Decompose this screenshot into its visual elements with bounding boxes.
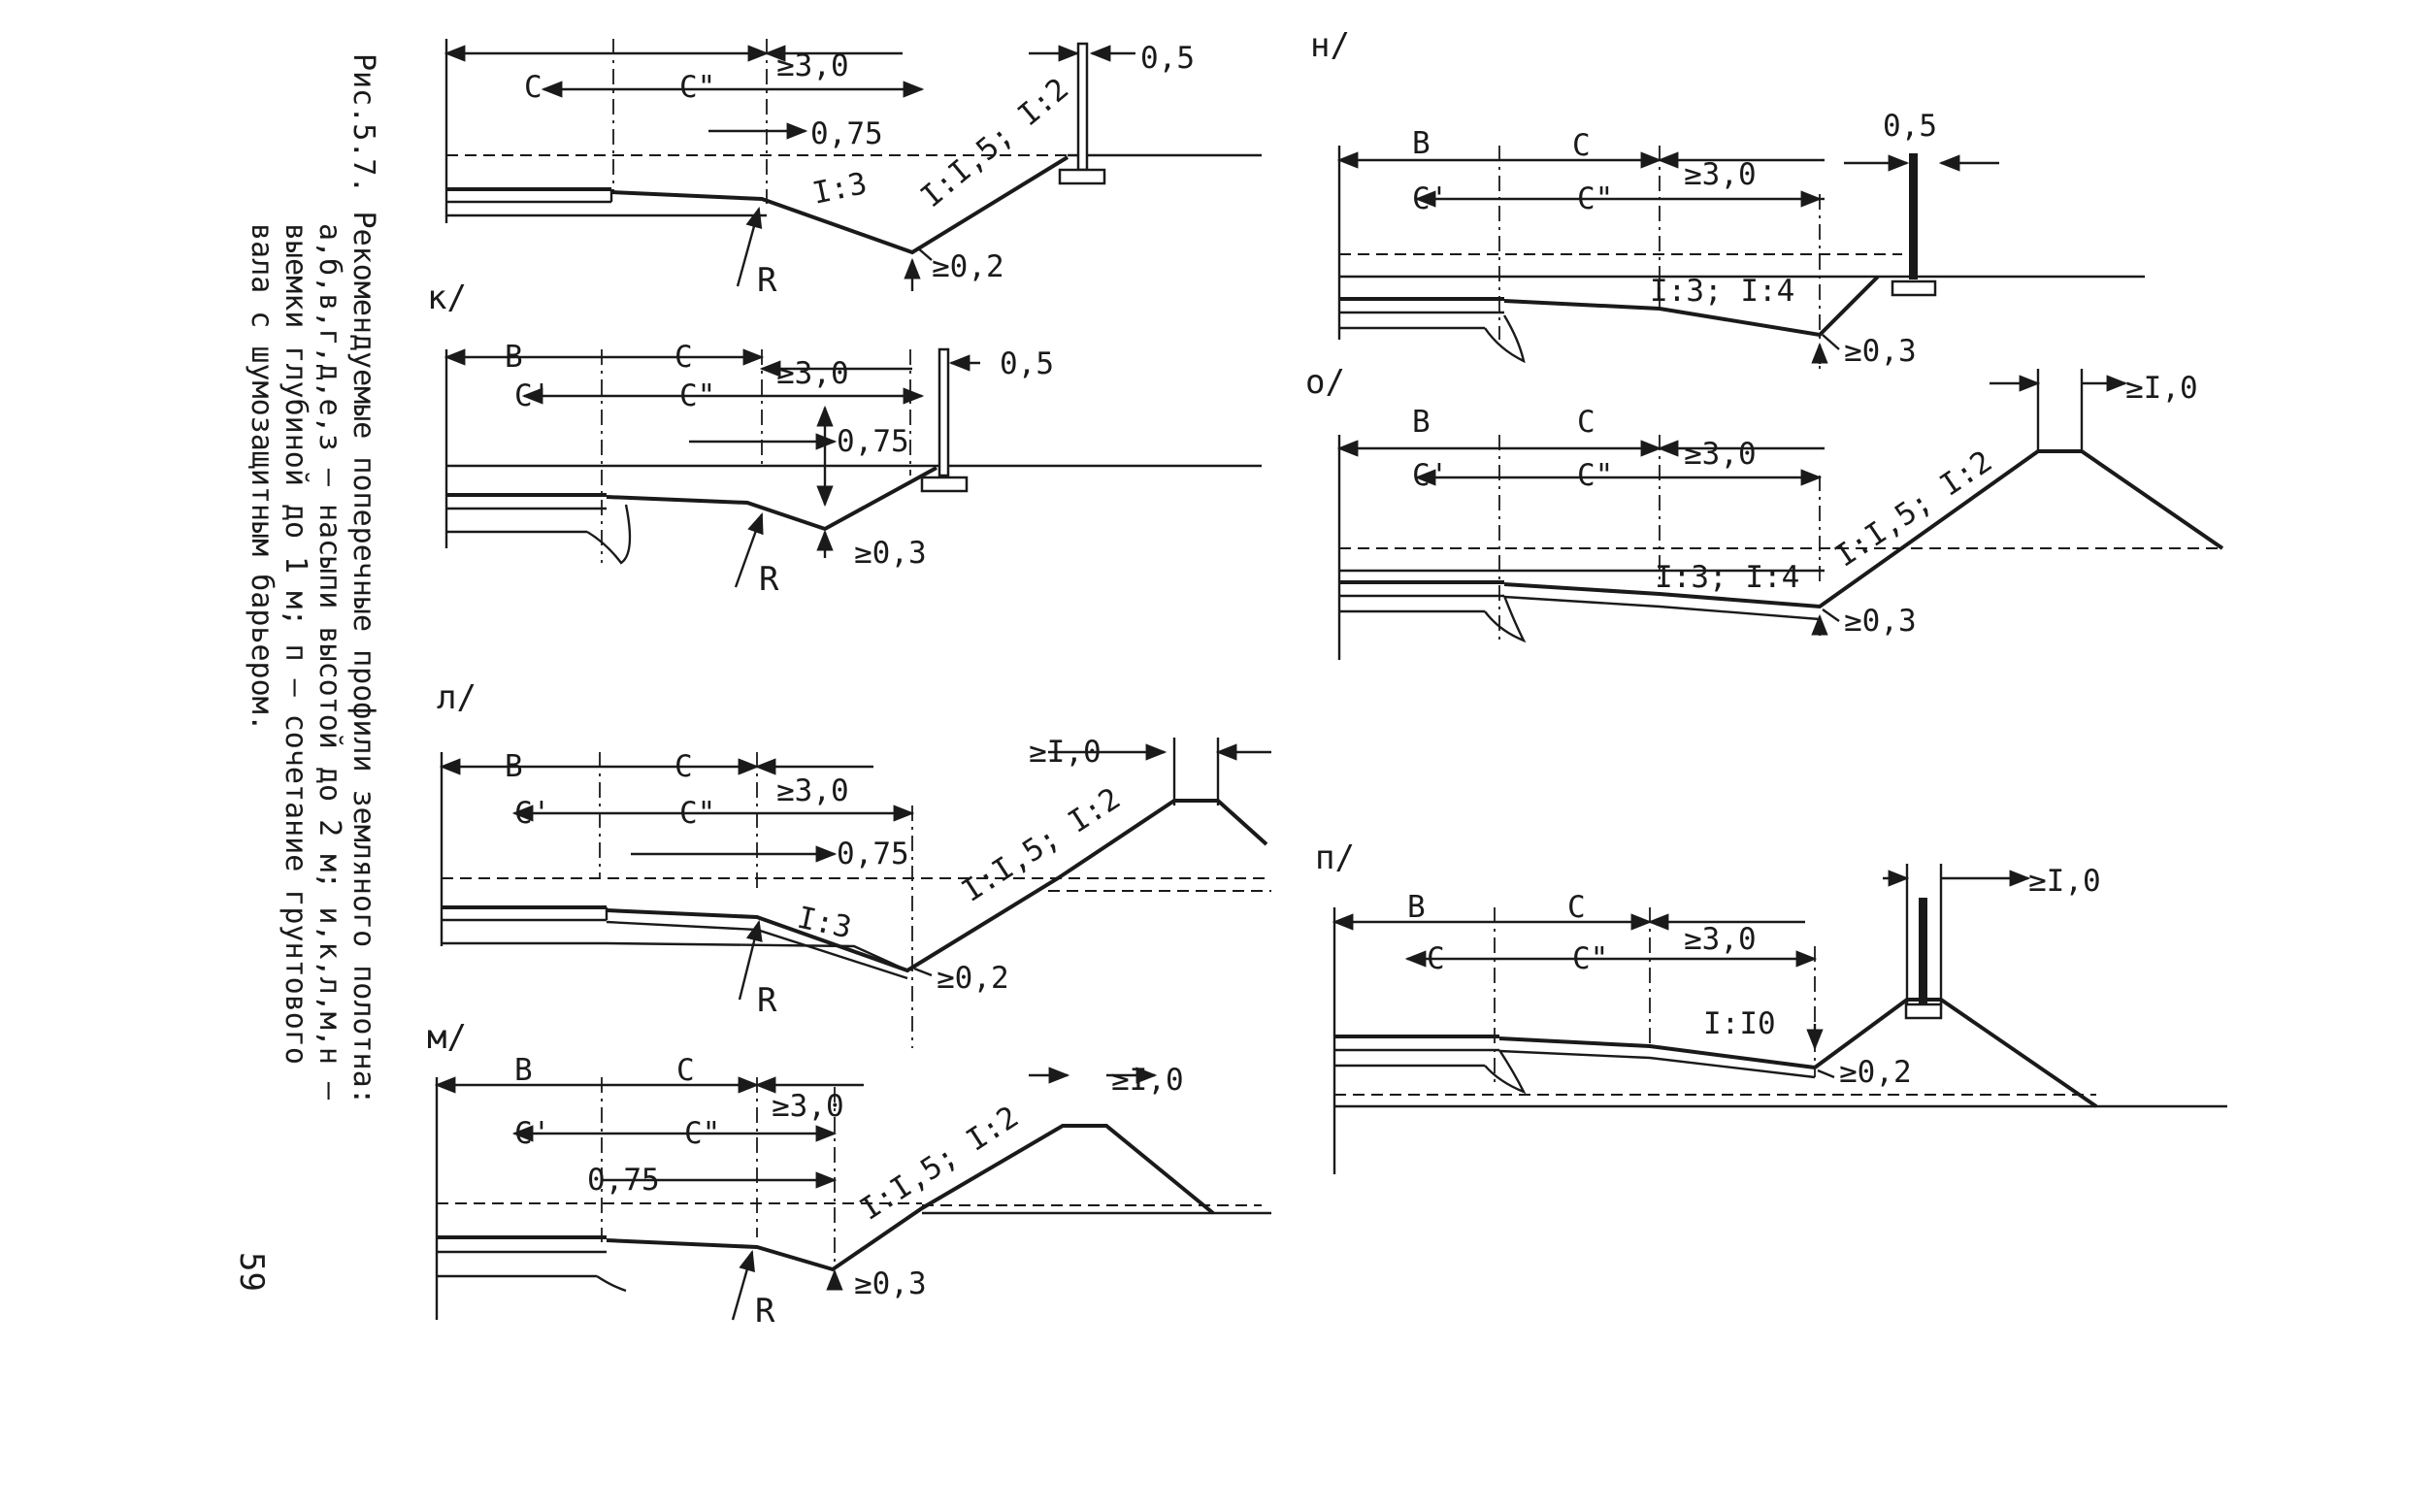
label-c2: C": [679, 796, 715, 831]
label-ge03: ≥0,3: [1844, 604, 1917, 639]
panel-letter-n: н/: [1310, 26, 1350, 65]
label-c2: C": [679, 70, 715, 105]
label-c2: C": [1577, 181, 1613, 216]
label-slope: I:I0: [1703, 1006, 1776, 1041]
panel-letter-p: п/: [1315, 838, 1355, 877]
panel-k: к/ B C C' C" ≥3,0 0,5 0,75 R ≥0,3: [427, 279, 1262, 599]
label-c1: C': [514, 796, 550, 831]
label-c: C: [1567, 890, 1586, 925]
label-ge02: ≥0,2: [1839, 1055, 1912, 1090]
label-B: B: [505, 749, 523, 784]
label-B: B: [505, 340, 523, 375]
label-c2: C": [684, 1116, 720, 1151]
panel-letter-m: м/: [427, 1018, 467, 1057]
label-d075: 0,75: [837, 837, 909, 871]
label-c1: C': [1412, 181, 1448, 216]
label-slope-outer: I:I,5; I:2: [1828, 444, 1998, 574]
panel-letter-o: о/: [1305, 363, 1345, 402]
label-ge3: ≥3,0: [776, 356, 849, 391]
label-c: C: [1572, 128, 1591, 163]
label-c2: C": [1572, 941, 1608, 976]
label-slope-ditch: I:3; I:4: [1655, 560, 1799, 595]
caption-line-4: вала с шумозащитным барьером.: [245, 223, 279, 732]
label-slope-outer: I:I,5; I:2: [914, 72, 1075, 215]
label-ge3: ≥3,0: [1684, 437, 1757, 472]
label-c1: C': [1412, 458, 1448, 493]
label-d075: 0,75: [810, 116, 883, 151]
label-c1: C: [1427, 941, 1445, 976]
label-c: C: [674, 749, 693, 784]
label-ge03: ≥0,3: [1844, 334, 1917, 369]
label-d05: 0,5: [1140, 41, 1195, 76]
label-ge3: ≥3,0: [772, 1089, 844, 1124]
label-ge3: ≥3,0: [1684, 922, 1757, 957]
label-slope: I:3; I:4: [1650, 274, 1794, 309]
label-c2: C": [1577, 458, 1613, 493]
label-c: C: [524, 70, 543, 105]
label-B: B: [1407, 890, 1426, 925]
label-c: C: [674, 340, 693, 375]
panel-n: н/ B C C' C" ≥3,0 0,5 I:3; I:4 ≥0,3: [1310, 26, 2145, 369]
label-ge1: ≥I,0: [2125, 371, 2198, 406]
panel-o: о/ B C C' C" ≥3,0 ≥I,0 I:I,5; I:2 I:3; I…: [1305, 363, 2224, 660]
panel-letter-l: л/: [437, 678, 477, 717]
caption-line-2: а,б,в,г,д,е,з – насыпи высотой до 2 м; и…: [312, 223, 346, 1101]
label-c: C: [1577, 405, 1595, 440]
label-B: B: [514, 1053, 533, 1088]
label-d075: 0,75: [587, 1163, 660, 1198]
label-B: B: [1412, 405, 1431, 440]
label-R: R: [755, 1292, 775, 1331]
label-ge3: ≥3,0: [776, 49, 849, 83]
label-B: B: [1412, 126, 1431, 161]
label-ge02: ≥0,2: [932, 249, 1004, 284]
label-d075: 0,75: [837, 424, 909, 459]
panel-top-left: C C" ≥3,0 0,5 0,75 I:3 I:I,5; I:2 R ≥0,2: [444, 39, 1262, 300]
label-ge0x: ≥0,3: [854, 1266, 927, 1301]
label-ge3: ≥3,0: [776, 773, 849, 808]
label-ge1: ≥I,0: [1111, 1063, 1184, 1098]
panel-m: м/ B C C' C" ≥3,0 0,75 ≥I,0 I:I,5; I:2 R…: [427, 1018, 1271, 1331]
label-d05: 0,5: [1883, 109, 1937, 144]
label-R: R: [759, 560, 779, 599]
label-ge1: ≥I,0: [2028, 864, 2101, 899]
label-c: C: [676, 1053, 695, 1088]
label-slope-ditch: I:3: [809, 166, 870, 212]
page-number: 59: [232, 1252, 271, 1292]
caption-line-1: Рис.5.7. Рекомендуемые поперечные профил…: [346, 53, 380, 1105]
label-ge1: ≥I,0: [1029, 735, 1102, 770]
panel-l: л/ B C C' C" ≥3,0 0,75 ≥I,0 I:3 I:I,5; I…: [437, 678, 1271, 1048]
label-R: R: [757, 981, 777, 1020]
panel-letter-k: к/: [427, 279, 467, 317]
caption-line-3: выемки глубиной до 1 м; п – сочетание гр…: [279, 223, 312, 1065]
label-d05: 0,5: [1000, 346, 1054, 381]
label-ge03: ≥0,3: [854, 536, 927, 571]
figure-caption: Рис.5.7. Рекомендуемые поперечные профил…: [232, 53, 380, 1292]
label-c1: C': [514, 378, 550, 413]
label-slope-ditch: I:3: [794, 901, 854, 946]
label-c2: C": [679, 378, 715, 413]
label-c1: C': [514, 1116, 550, 1151]
label-ge3: ≥3,0: [1684, 157, 1757, 192]
panel-p: п/ B C C C" ≥3,0 ≥I,0 I:I0 ≥0,2: [1315, 838, 2227, 1174]
label-R: R: [757, 261, 777, 300]
label-ge02: ≥0,2: [937, 961, 1009, 996]
